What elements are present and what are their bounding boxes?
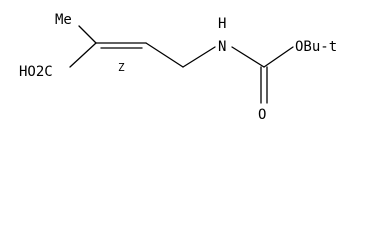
chemical-structure: Me HO2C H N O OBu-t Z <box>19 12 337 123</box>
bond-carbonyl-ester-o <box>263 46 294 68</box>
carboxylic-acid-label: HO2C <box>19 64 53 80</box>
bond-methyl-c2 <box>78 25 97 44</box>
bond-c2-c1 <box>69 42 97 68</box>
atom-labels: Me HO2C H N O OBu-t Z <box>19 12 337 123</box>
bonds <box>69 25 294 104</box>
bond-c4-n <box>182 46 216 68</box>
bond-n-carbonyl <box>231 46 265 68</box>
z-stereo-label: Z <box>118 61 125 74</box>
bond-c3-c4 <box>145 42 184 68</box>
carbonyl-oxygen-label: O <box>258 107 266 123</box>
methyl-label: Me <box>55 12 72 28</box>
nh-hydrogen-label: H <box>218 16 226 32</box>
nitrogen-label: N <box>218 39 226 55</box>
tert-butoxy-label: OBu-t <box>295 39 337 55</box>
